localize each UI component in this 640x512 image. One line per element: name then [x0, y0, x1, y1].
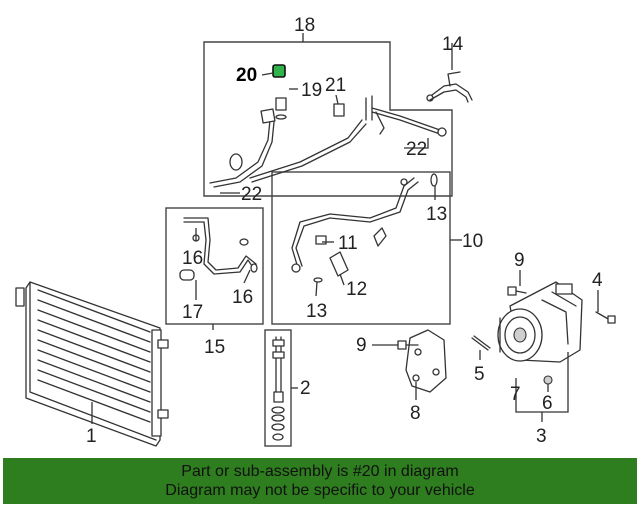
callout-4[interactable]: 4 [592, 270, 603, 291]
group-box-10 [271, 171, 451, 325]
callout-13-bottom[interactable]: 13 [306, 301, 327, 322]
callout-labels: 18 20 19 21 22 22 14 13 10 11 12 13 16 1… [86, 15, 603, 447]
callout-21[interactable]: 21 [325, 75, 346, 96]
callout-9-left[interactable]: 9 [356, 335, 367, 356]
callout-11[interactable]: 11 [338, 233, 358, 254]
compressor-part [497, 281, 583, 363]
callout-2[interactable]: 2 [300, 378, 311, 399]
callout-19[interactable]: 19 [301, 80, 322, 101]
bolt-4-part [595, 311, 616, 324]
callout-18[interactable]: 18 [294, 15, 315, 36]
leader-lines [91, 33, 599, 424]
callout-14[interactable]: 14 [442, 34, 464, 55]
notice-banner: Part or sub-assembly is #20 in diagram D… [3, 458, 637, 504]
hose-assembly-18 [209, 95, 447, 188]
callout-12[interactable]: 12 [346, 279, 367, 300]
callout-6[interactable]: 6 [542, 393, 553, 414]
callout-16-left[interactable]: 16 [182, 248, 203, 269]
callout-13-top[interactable]: 13 [426, 204, 447, 225]
callout-17[interactable]: 17 [182, 302, 203, 323]
callout-9-right[interactable]: 9 [514, 250, 525, 271]
group-box-15 [165, 207, 264, 325]
group-box-18 [203, 41, 453, 197]
callout-15[interactable]: 15 [204, 337, 225, 358]
receiver-rod-part [271, 336, 285, 441]
callout-1[interactable]: 1 [86, 426, 97, 447]
callout-5[interactable]: 5 [474, 364, 485, 385]
bracket-part [405, 329, 447, 393]
callout-7[interactable]: 7 [510, 384, 521, 405]
condenser-part [15, 281, 169, 447]
pin-5-part [471, 335, 491, 351]
callout-16-right[interactable]: 16 [232, 287, 253, 308]
banner-line-1: Part or sub-assembly is #20 in diagram [181, 463, 459, 480]
washer-6-part [543, 375, 553, 385]
callout-3[interactable]: 3 [536, 426, 547, 447]
callout-22-bottom[interactable]: 22 [241, 184, 262, 205]
callout-10[interactable]: 10 [462, 231, 483, 252]
hose-assembly-10 [291, 173, 438, 283]
callout-22-top[interactable]: 22 [406, 139, 427, 160]
part-20-highlight[interactable] [272, 64, 286, 78]
pipe-14-part [426, 71, 473, 103]
callout-20[interactable]: 20 [236, 65, 257, 86]
banner-line-2: Diagram may not be specific to your vehi… [165, 482, 475, 499]
hose-assembly-15 [179, 217, 258, 281]
callout-8[interactable]: 8 [410, 403, 421, 424]
